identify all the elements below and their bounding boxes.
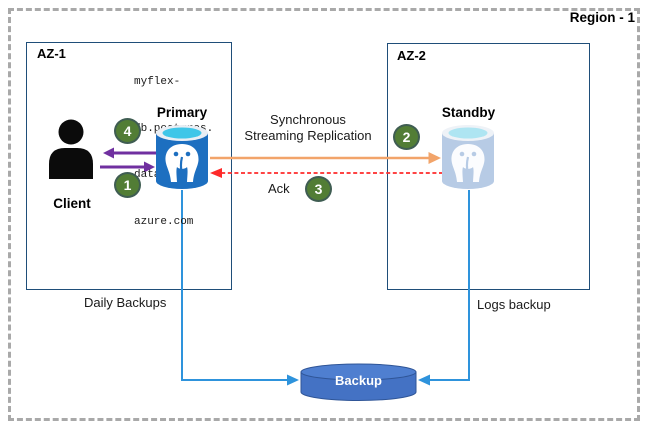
az1-box xyxy=(26,42,232,290)
backup-label: Backup xyxy=(335,373,382,388)
logs-backup-label: Logs backup xyxy=(477,297,551,312)
standby-postgres-db-icon xyxy=(441,124,495,190)
primary-label: Primary xyxy=(156,105,208,120)
replication-arrow xyxy=(210,152,441,164)
step-badge-1: 1 xyxy=(114,172,141,198)
ack-label: Ack xyxy=(268,181,290,196)
step-badge-3: 3 xyxy=(305,176,332,202)
step-badge-2: 2 xyxy=(393,124,420,150)
client-to-primary-arrow xyxy=(100,161,155,173)
az2-label: AZ-2 xyxy=(397,48,426,63)
az2-box xyxy=(387,43,590,290)
primary-to-backup-connector xyxy=(181,190,299,386)
backup-storage-icon xyxy=(300,363,417,402)
primary-postgres-db-icon xyxy=(155,124,209,190)
region-label: Region - 1 xyxy=(569,10,635,25)
standby-label: Standby xyxy=(441,105,496,120)
az1-label: AZ-1 xyxy=(37,46,66,61)
standby-to-backup-connector xyxy=(418,190,470,386)
client-label: Client xyxy=(53,196,91,211)
primary-to-client-arrow xyxy=(103,147,158,159)
region-box xyxy=(8,8,640,421)
user-icon xyxy=(47,116,97,180)
replication-label: Synchronous Streaming Replication xyxy=(244,112,372,143)
step-badge-4: 4 xyxy=(114,118,141,144)
daily-backups-label: Daily Backups xyxy=(84,295,167,310)
ack-arrow xyxy=(210,168,443,178)
